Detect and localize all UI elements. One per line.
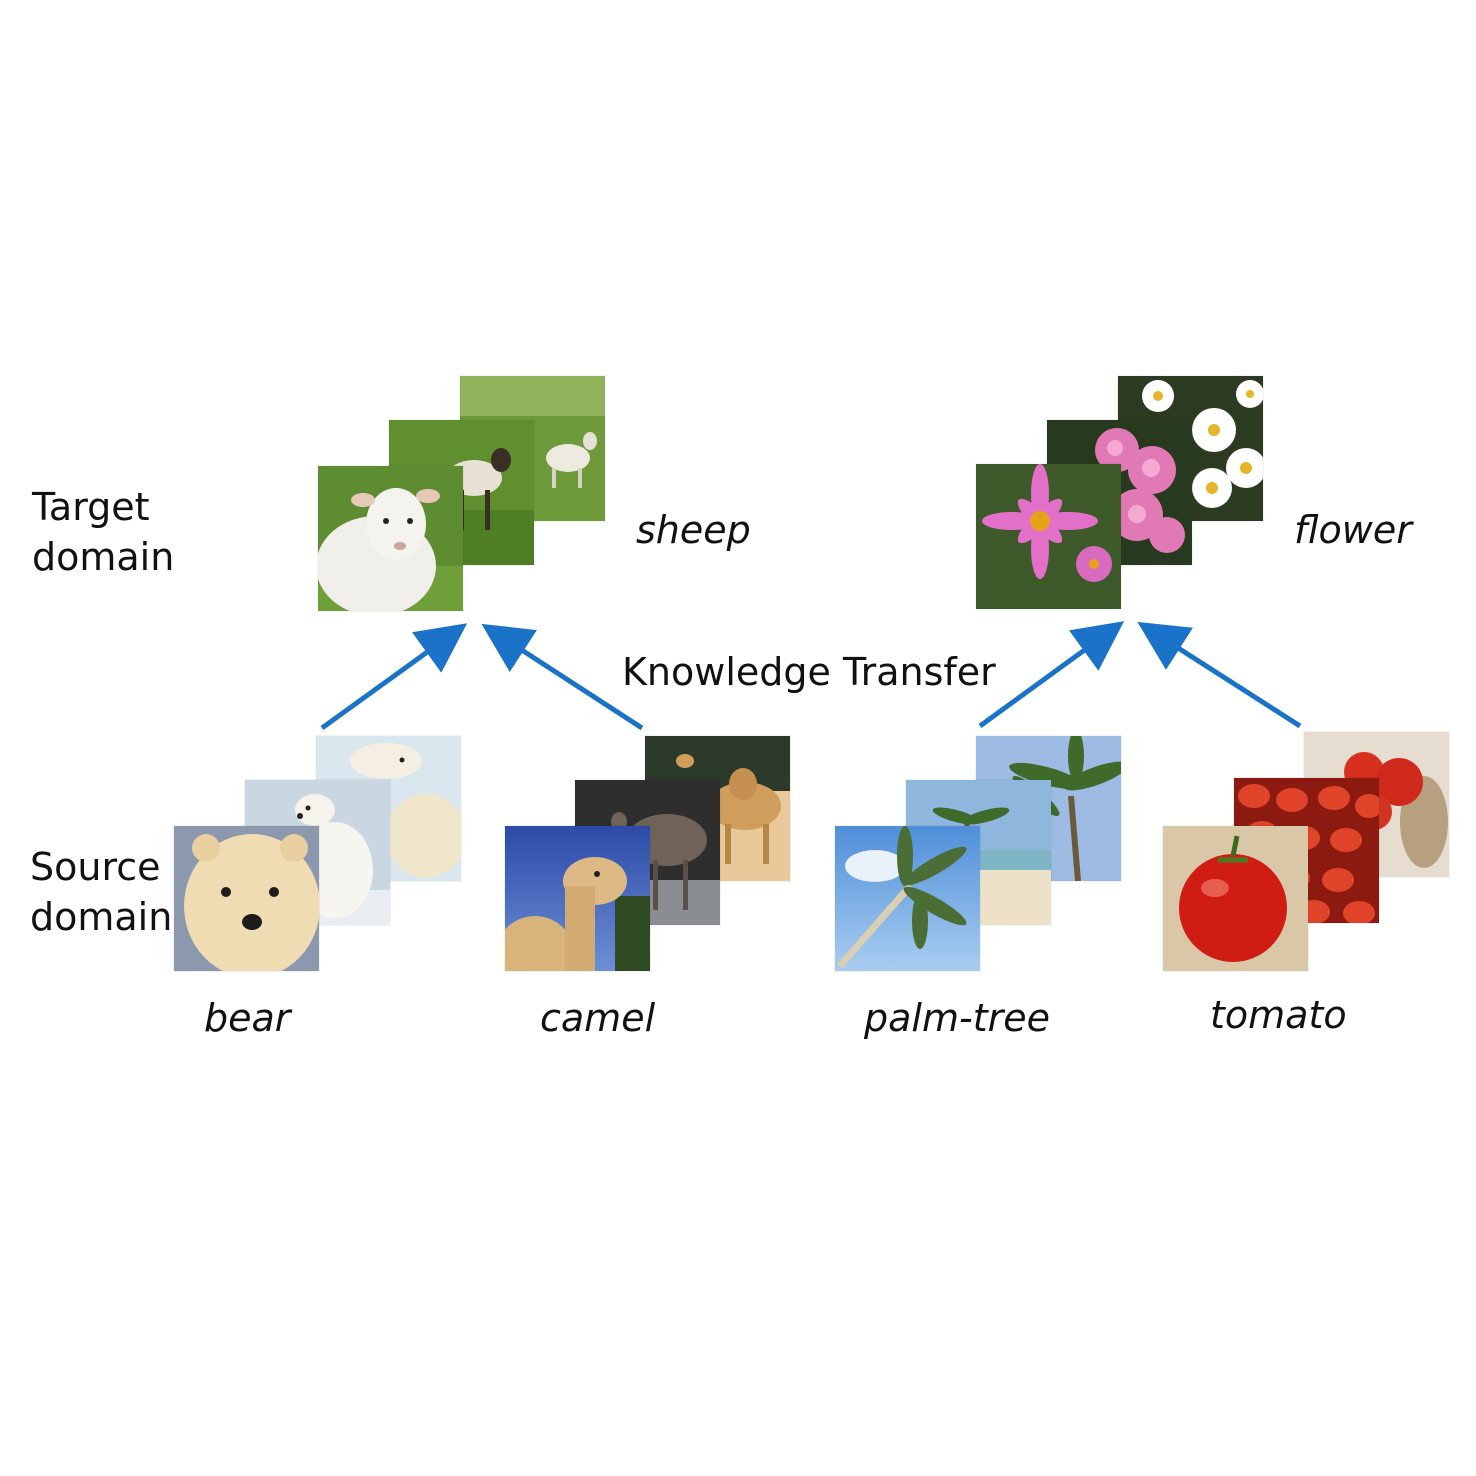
arrow-tomato-to-flower [1137,621,1302,729]
palm-tree-photo-1 [835,826,980,971]
camel-label: camel [540,996,656,1040]
arrow-palm-tree-to-flower [978,621,1125,729]
arrow-bear-to-sheep [320,623,468,731]
bear-label: bear [204,996,291,1040]
arrow-camel-to-sheep [481,623,644,731]
tomato-photo-1 [1163,826,1308,971]
knowledge-transfer-label: Knowledge Transfer [622,650,996,694]
tomato-label: tomato [1210,993,1347,1037]
camel-photo-1 [505,826,650,971]
flower-label: flower [1294,508,1412,552]
bear-photo-1 [174,826,319,971]
source-domain-label: Source domain [30,845,173,939]
sheep-label: sheep [636,508,751,552]
flower-photo-1 [976,464,1121,609]
target-domain-label: Target domain [32,485,175,579]
sheep-photo-1 [318,466,463,611]
palm-tree-label: palm-tree [864,996,1050,1040]
